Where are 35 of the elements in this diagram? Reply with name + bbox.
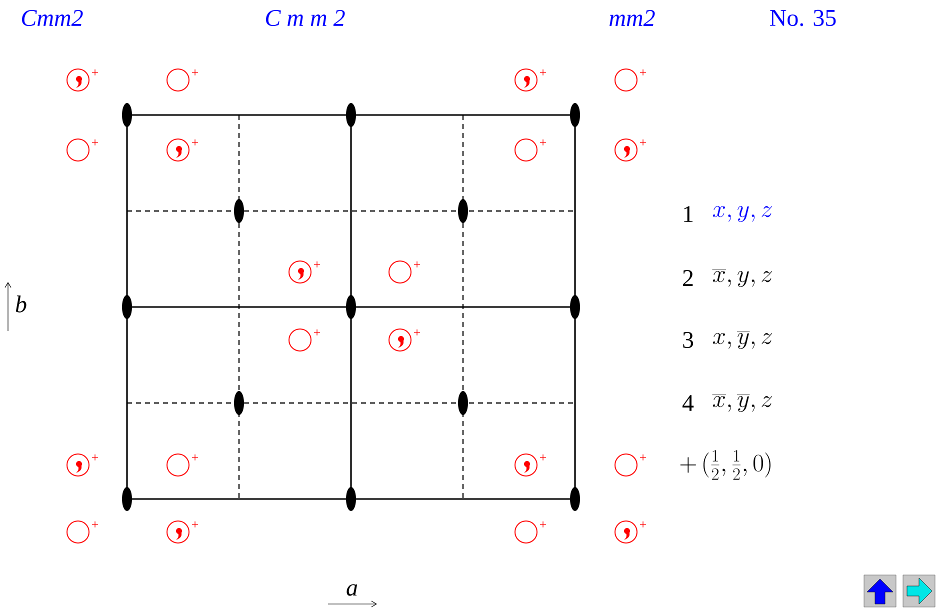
sign-label: + (314, 329, 320, 336)
position-number: 4 (682, 395, 694, 411)
sign-label: + (540, 454, 546, 460)
sign-label: + (192, 69, 198, 76)
title-text: mm2 (610, 10, 655, 26)
sign-label: + (92, 521, 98, 528)
title-text: Cmm2 (22, 10, 83, 26)
sign-label: + (192, 139, 198, 146)
coordinate-text: $\overline{x}, \overline{y}, z$ (712, 394, 772, 412)
axis-label: a (346, 584, 358, 596)
sign-label: + (314, 261, 320, 268)
position-number: 2 (683, 270, 693, 286)
sign-label: + (540, 69, 546, 76)
sign-label: + (540, 139, 546, 146)
title-text: No. 35 (770, 10, 836, 26)
sign-label: + (192, 454, 198, 460)
sign-label: + (414, 261, 420, 268)
position-number: 1 (684, 206, 693, 222)
sign-label: + (92, 454, 98, 460)
sign-label: + (92, 139, 98, 146)
title-text: C m m 2 (266, 10, 345, 26)
sign-label: + (540, 521, 546, 528)
position-number: 3 (683, 332, 694, 348)
sign-label: + (92, 69, 98, 76)
coordinate-text: $+\,(\frac{1}{2},\frac{1}{2},0)$ (680, 450, 770, 480)
sign-label: + (192, 521, 198, 528)
coordinate-text: $x, \overline{y}, z$ (712, 332, 772, 350)
sign-label: + (640, 521, 646, 528)
coordinate-text: $\overline{x}, y, z$ (712, 270, 772, 288)
sign-label: + (414, 329, 420, 336)
sign-label: + (640, 139, 646, 146)
sign-label: + (640, 454, 646, 460)
axis-label: b (16, 296, 26, 312)
coordinate-text: $x, y, z$ (712, 206, 772, 222)
sign-label: + (640, 69, 646, 76)
